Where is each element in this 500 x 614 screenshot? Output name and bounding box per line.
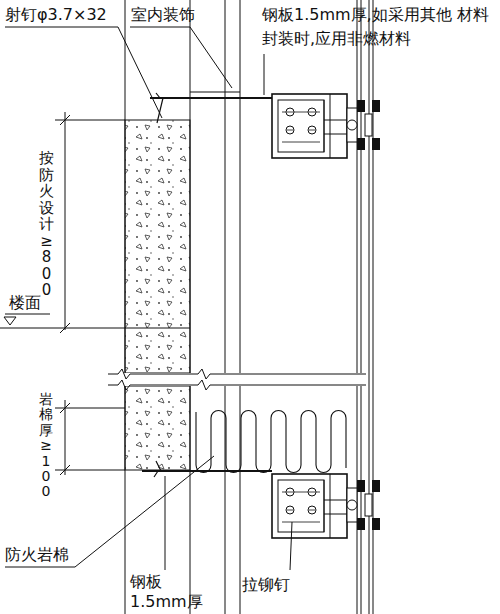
level-label: 楼面 bbox=[9, 292, 41, 313]
nail-spec: 射钉φ3.7×32 bbox=[5, 4, 107, 25]
part-name: 室内装饰 bbox=[131, 4, 195, 25]
dimension: 岩棉厚≥100 bbox=[39, 392, 53, 500]
part-name: 拉铆钉 bbox=[242, 574, 290, 595]
part-name: 防火岩棉 bbox=[5, 544, 69, 565]
note-text: 钢板1.5mm厚,如采用其他 材料封装时,应用非燃材料 bbox=[262, 3, 498, 51]
dimension: 按防火设计≥800 bbox=[39, 150, 54, 299]
part-name: 钢板 1.5mm厚 bbox=[130, 572, 206, 612]
